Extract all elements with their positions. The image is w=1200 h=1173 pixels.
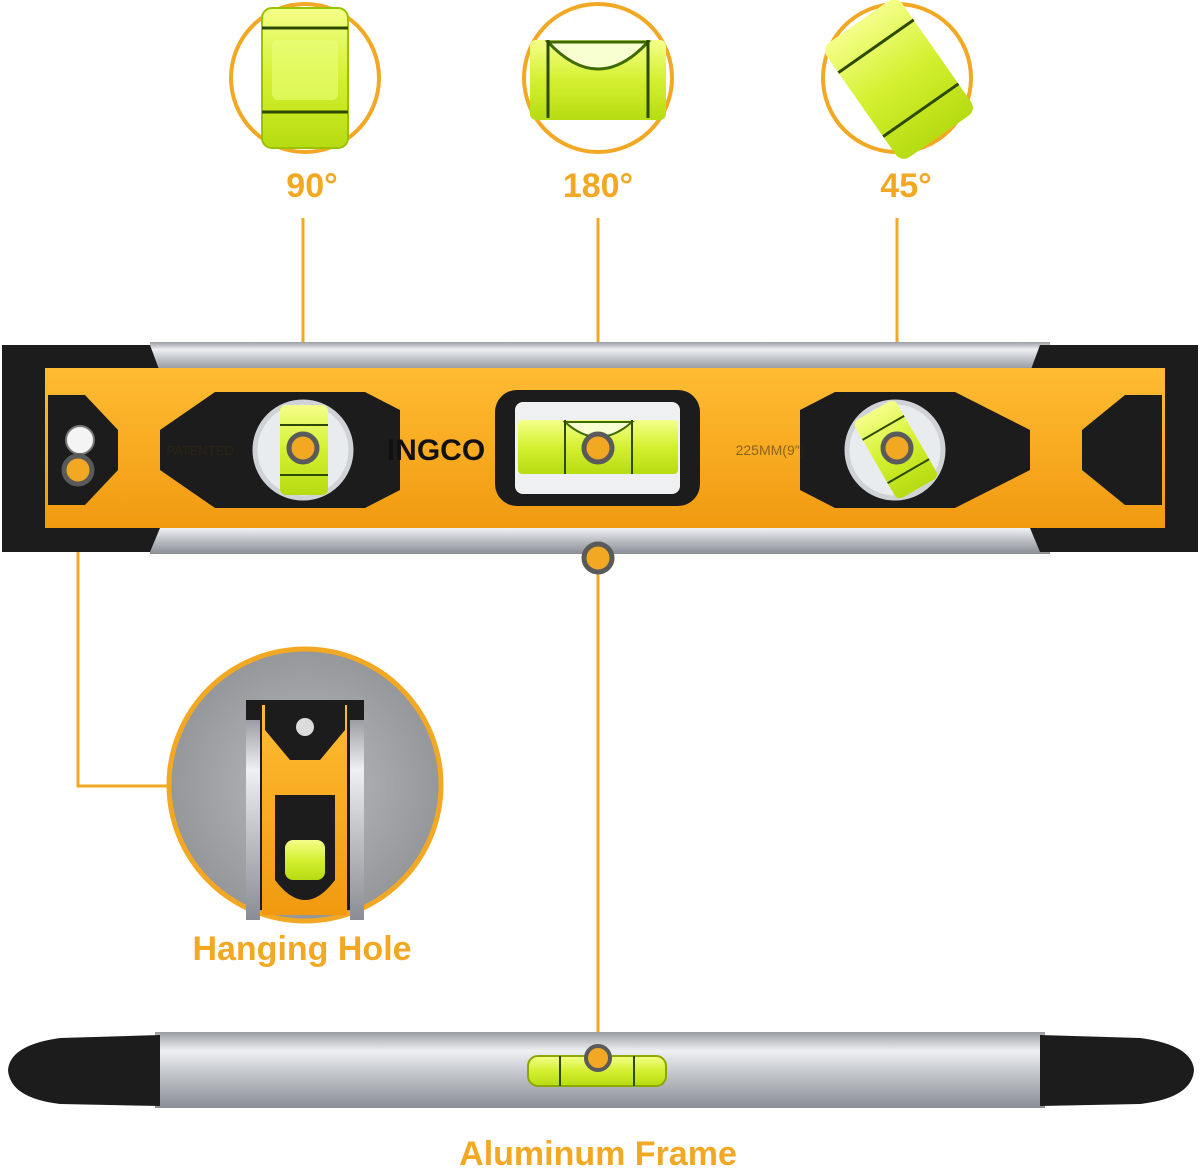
torpedo-level: PATENTED INGCO 225MM(9") <box>2 342 1198 554</box>
zoom-circle-45 <box>821 0 973 159</box>
angle-label-90: 90° <box>286 167 337 205</box>
patented-text: PATENTED <box>166 443 233 458</box>
size-text: 225MM(9") <box>736 442 805 458</box>
aluminum-frame-label: Aluminum Frame <box>459 1135 737 1173</box>
callout-lines <box>76 218 899 1035</box>
hanging-hole-label: Hanging Hole <box>192 930 411 968</box>
callout-dots <box>61 431 914 575</box>
aluminum-frame-view <box>8 1032 1194 1108</box>
brand-logo: INGCO <box>387 434 485 467</box>
zoom-circle-hanging-hole <box>166 646 444 924</box>
angle-label-45: 45° <box>880 167 931 205</box>
angle-label-180: 180° <box>563 167 633 205</box>
zoom-circle-180 <box>522 2 674 154</box>
hanging-hole-icon <box>65 425 95 455</box>
zoom-circle-90 <box>229 2 381 154</box>
